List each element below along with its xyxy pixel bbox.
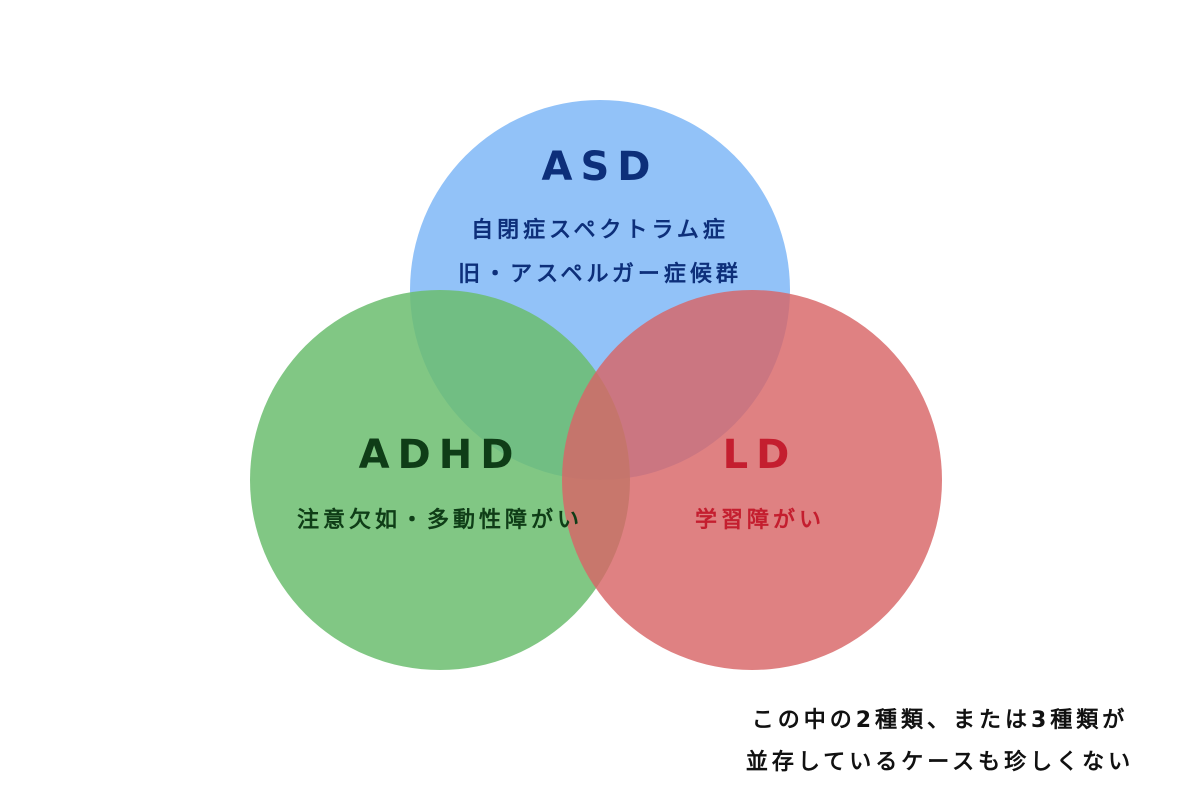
ld-circle — [562, 290, 942, 670]
ld-title: LD — [722, 432, 798, 478]
adhd-title: ADHD — [358, 432, 522, 478]
adhd-circle — [250, 290, 630, 670]
asd-subtitle-line2: 旧・アスペルガー症候群 — [458, 262, 742, 287]
note-line2: 並存しているケースも珍しくない — [745, 750, 1135, 775]
adhd-subtitle: 注意欠如・多動性障がい — [296, 508, 583, 533]
note-line1: この中の2種類、または3種類が — [751, 708, 1129, 733]
ld-subtitle: 学習障がい — [694, 508, 825, 533]
asd-title: ASD — [541, 144, 659, 190]
asd-subtitle-line1: 自閉症スペクトラム症 — [471, 218, 729, 243]
